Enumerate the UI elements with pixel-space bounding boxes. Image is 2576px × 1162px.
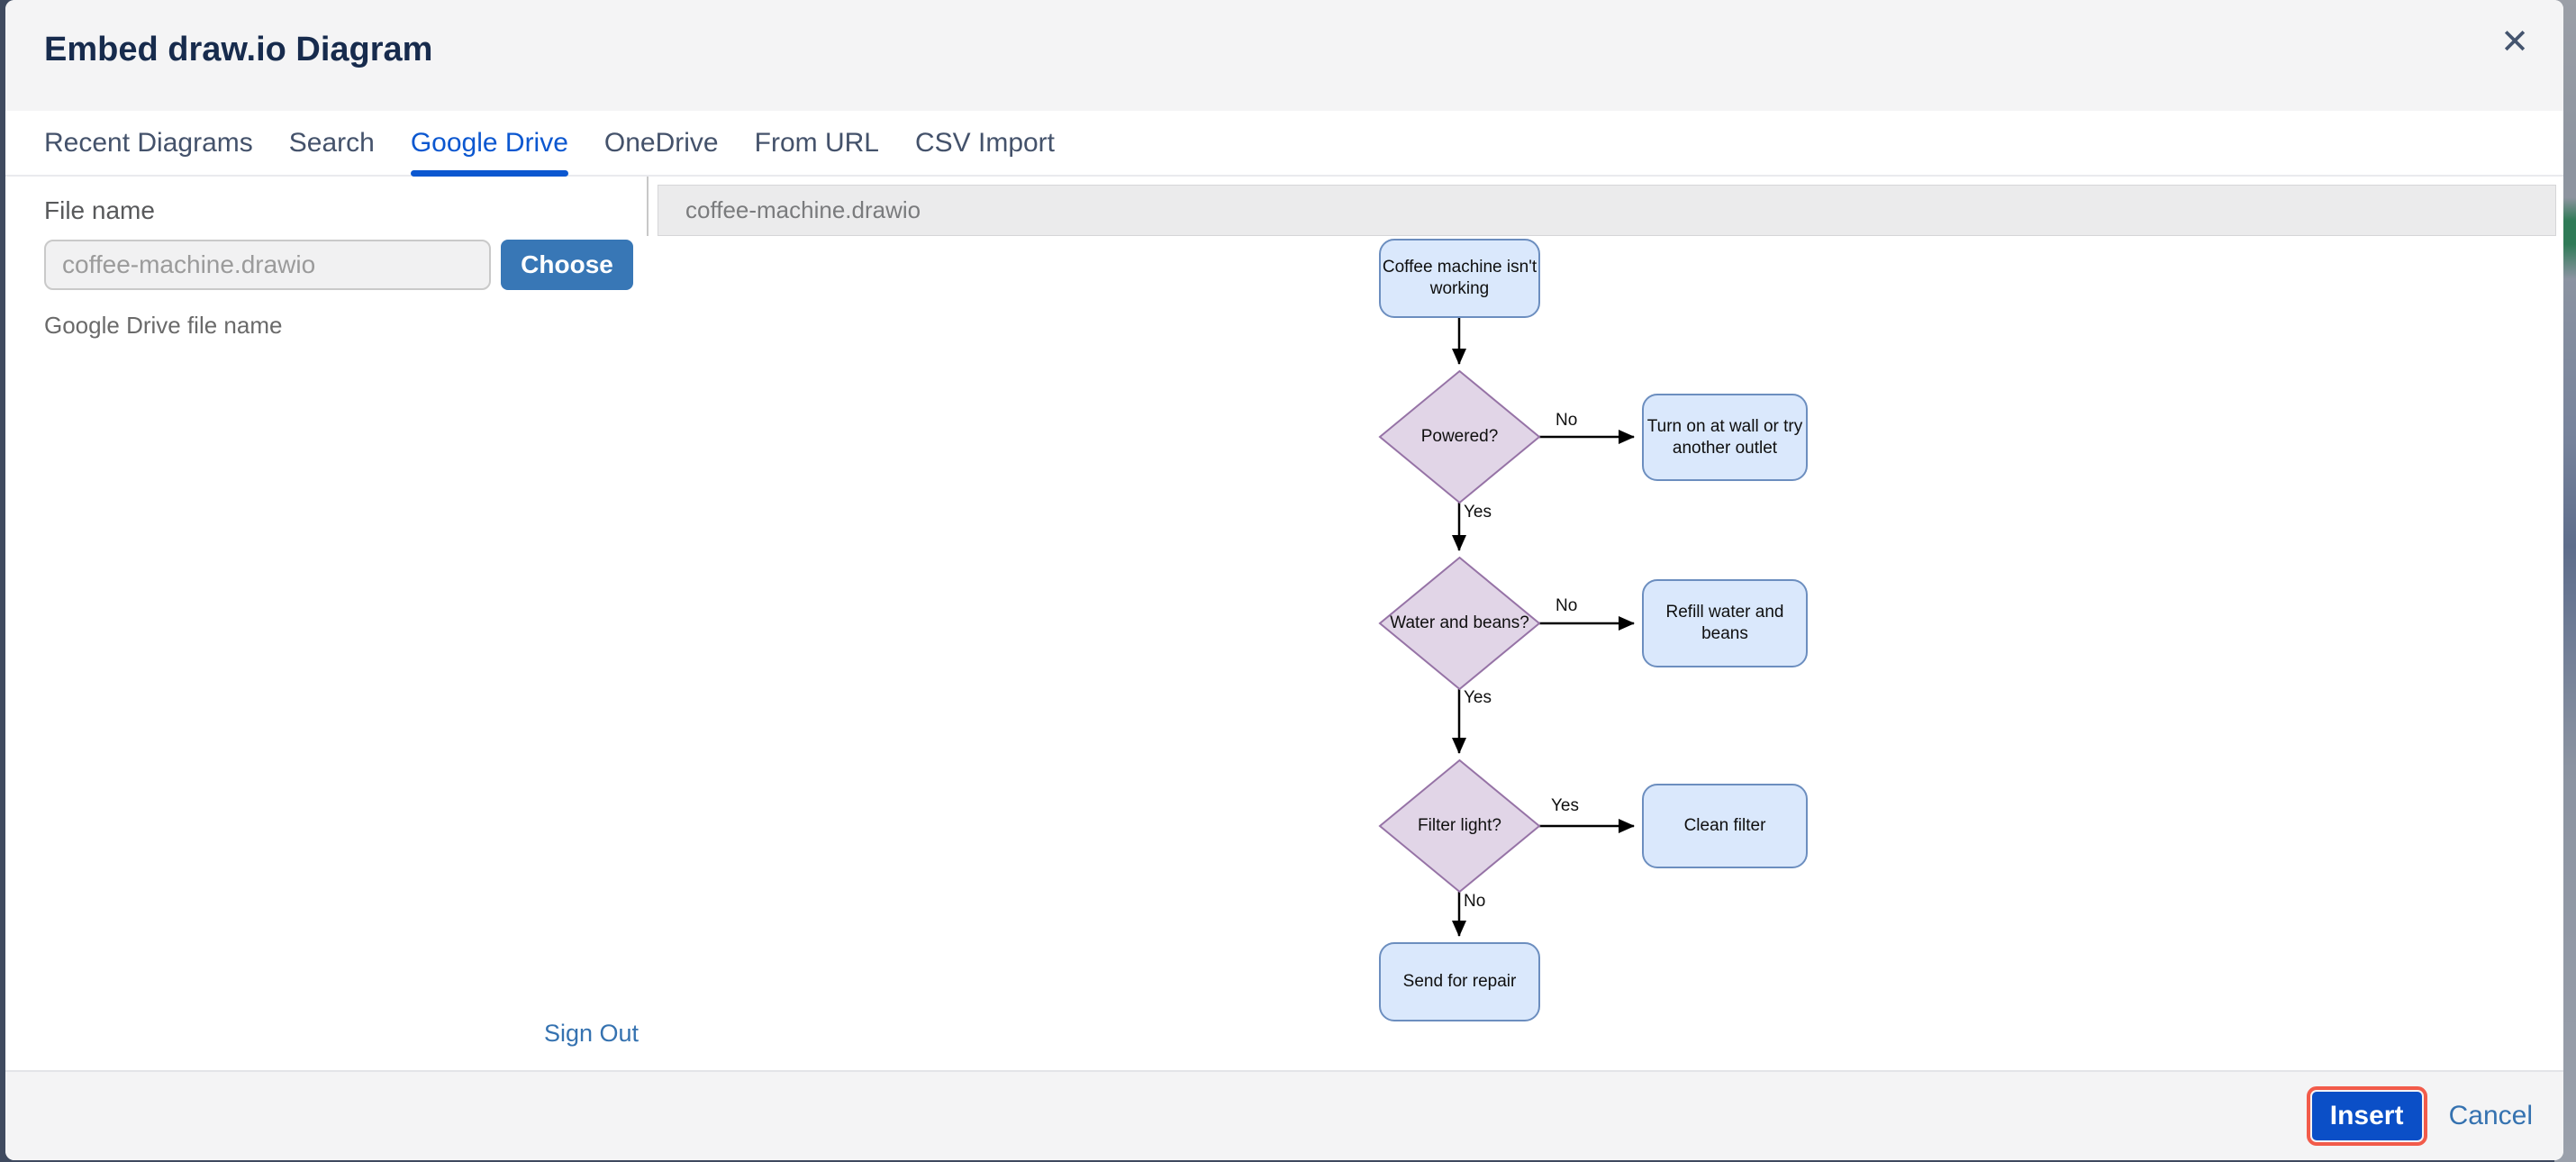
file-name-input[interactable] [44,240,491,290]
close-icon[interactable]: ✕ [2500,23,2529,61]
choose-button[interactable]: Choose [501,240,633,290]
tab-google-drive[interactable]: Google Drive [410,111,568,177]
file-name-label: File name [44,196,155,224]
dialog-header: Embed draw.io Diagram ✕ [5,0,2563,112]
node-send-repair: Send for repair [1402,972,1517,992]
edge-label-filter-no: No [1464,892,1486,911]
tab-recent-diagrams[interactable]: Recent Diagrams [44,127,253,158]
sign-out-link[interactable]: Sign Out [543,1020,639,1047]
edge-label-powered-yes: Yes [1464,503,1492,522]
node-turn-on: Turn on at wall or try another outlet [1646,416,1803,458]
preview-file-name-bar: coffee-machine.drawio [658,185,2556,236]
embed-drawio-dialog: Embed draw.io Diagram ✕ Recent Diagrams … [5,0,2563,1160]
node-clean-filter: Clean filter [1683,816,1766,836]
tab-from-url[interactable]: From URL [754,127,879,158]
node-start: Coffee machine isn't working [1382,258,1537,298]
tab-bar: Recent Diagrams Search Google Drive OneD… [5,111,2563,177]
file-name-helper-text: Google Drive file name [44,312,283,339]
node-refill: Refill water and beans [1665,603,1784,643]
node-powered: Powered? [1420,427,1499,447]
diagram-canvas: Coffee machine isn't working Powered? Tu… [647,236,2563,1070]
flowchart-graphic [1378,239,1808,1021]
tab-search[interactable]: Search [288,127,375,158]
tab-onedrive[interactable]: OneDrive [603,127,719,158]
edge-label-powered-no: No [1556,411,1578,430]
edge-label-water-no: No [1556,596,1578,615]
dialog-title: Embed draw.io Diagram [44,31,433,68]
dialog-footer: Insert Cancel [5,1070,2563,1160]
tab-csv-import[interactable]: CSV Import [914,127,1056,158]
node-water-beans: Water and beans? [1390,613,1529,633]
insert-button[interactable]: Insert [2306,1086,2427,1146]
cancel-link[interactable]: Cancel [2448,1101,2533,1130]
edge-label-water-yes: Yes [1464,688,1492,707]
edge-label-filter-yes: Yes [1551,796,1579,815]
node-filter-light: Filter light? [1418,816,1501,836]
